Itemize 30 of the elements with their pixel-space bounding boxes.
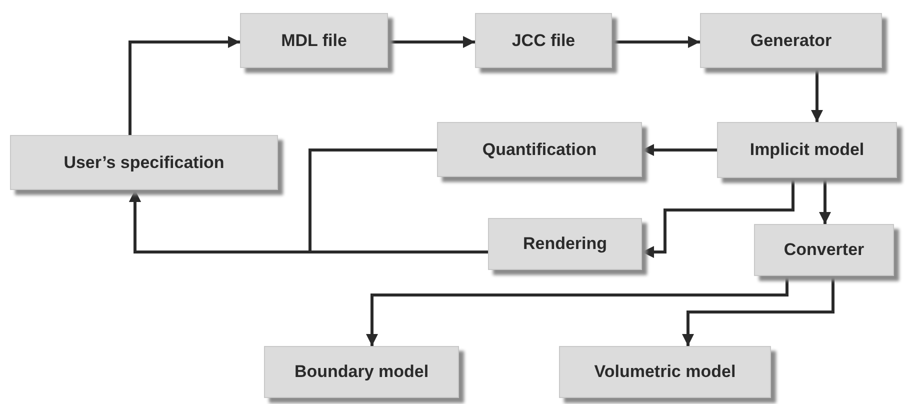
box-label: MDL file [281, 30, 347, 50]
process-box [717, 122, 897, 178]
arrow [642, 144, 717, 156]
process-box [240, 13, 388, 68]
arrow [366, 276, 788, 346]
arrow [811, 68, 823, 122]
process-box [700, 13, 882, 68]
process-box [475, 13, 612, 68]
box-label: Converter [784, 240, 864, 260]
process-box [559, 346, 771, 398]
box-label: Quantification [482, 140, 597, 160]
box-label: Rendering [522, 234, 608, 254]
arrow [682, 276, 834, 346]
arrow [612, 36, 700, 48]
box-label: User’s specification [64, 152, 224, 172]
process-box [264, 346, 459, 398]
process-box [437, 122, 642, 177]
process-box [754, 224, 894, 276]
process-box [10, 135, 278, 190]
arrow [388, 36, 475, 48]
box-label: Implicit model [750, 140, 864, 160]
arrow [129, 190, 488, 254]
box-label: Boundary model [294, 362, 429, 382]
arrow [819, 178, 831, 224]
box-label: Generator [750, 30, 832, 50]
arrow [642, 178, 794, 258]
arrow [128, 36, 240, 135]
box-label: JCC file [512, 30, 576, 50]
box-label: Volumetric model [594, 362, 736, 382]
process-box [488, 218, 642, 270]
